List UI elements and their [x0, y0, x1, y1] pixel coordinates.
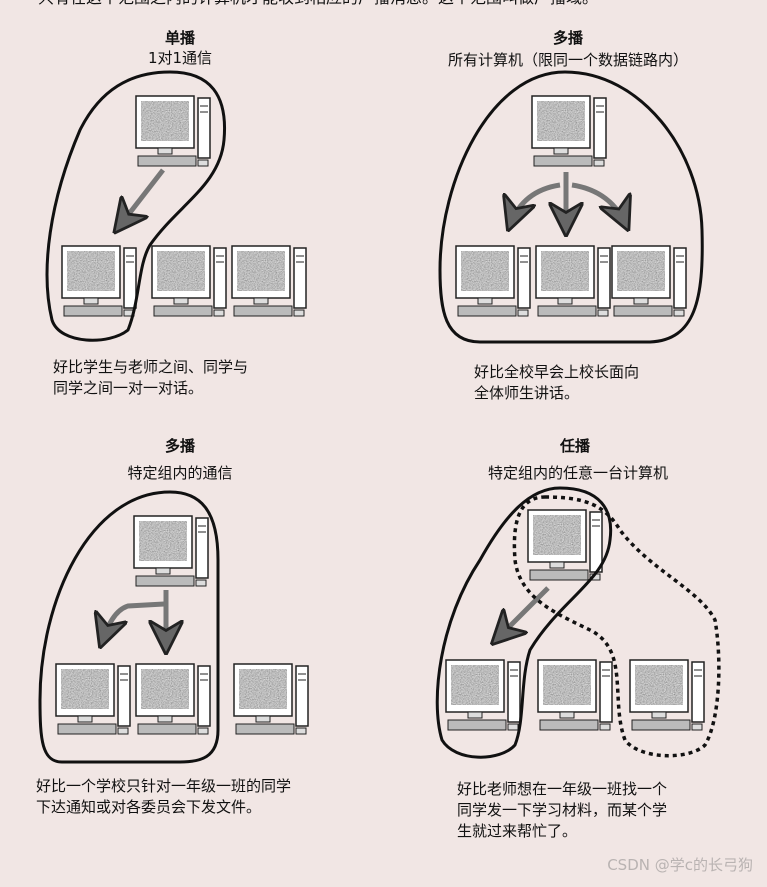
- scope-outline: [435, 486, 613, 759]
- computer-icon: [232, 246, 306, 316]
- computer-icon: [456, 246, 530, 316]
- multicast-subtitle: 特定组内的通信: [127, 464, 233, 482]
- computer-icon: [152, 246, 226, 316]
- computer-icon: [56, 664, 130, 734]
- computer-icon: [532, 96, 606, 166]
- computer-icon: [612, 246, 686, 316]
- arrow-icon: [571, 182, 626, 225]
- unicast-diagram: [45, 70, 306, 342]
- computer-icon: [630, 660, 704, 730]
- broadcast-title: 多播: [552, 29, 584, 47]
- computer-icon: [538, 660, 612, 730]
- broadcast-subtitle: 所有计算机（限同一个数据链路内）: [447, 51, 689, 69]
- anycast-subtitle: 特定组内的任意一台计算机: [487, 464, 669, 482]
- computer-icon: [134, 516, 208, 586]
- scope-outline: [438, 70, 704, 344]
- watermark: CSDN @学c的长弓狗: [607, 856, 753, 874]
- broadcast-caption-1: 好比全校早会上校长面向: [474, 363, 640, 381]
- arrow-icon: [510, 182, 561, 225]
- anycast-caption-3: 生就过来帮忙了。: [457, 822, 578, 840]
- multicast-diagram: [38, 490, 308, 764]
- multicast-title: 多播: [164, 437, 196, 455]
- unicast-caption-2: 同学之间一对一对话。: [53, 379, 204, 397]
- broadcast-caption-2: 全体师生讲话。: [474, 384, 580, 402]
- computer-icon: [536, 246, 610, 316]
- anycast-diagram: [435, 486, 721, 759]
- arrow-icon: [118, 168, 165, 228]
- arrow-icon: [496, 586, 550, 640]
- scope-outline: [45, 70, 227, 342]
- arrow-icon: [102, 601, 165, 642]
- computer-icon: [136, 664, 210, 734]
- unicast-title: 单播: [164, 29, 196, 47]
- multicast-caption-1: 好比一个学校只针对一年级一班的同学: [36, 777, 292, 795]
- broadcast-diagram: [438, 70, 704, 344]
- computer-icon: [528, 510, 602, 580]
- computer-icon: [446, 660, 520, 730]
- computer-icon: [136, 96, 210, 166]
- unicast-subtitle: 1对1通信: [147, 49, 213, 67]
- unicast-caption-1: 好比学生与老师之间、同学与: [53, 358, 249, 376]
- anycast-caption-2: 同学发一下学习材料，而某个学: [457, 801, 668, 819]
- multicast-caption-2: 下达通知或对各委员会下发文件。: [36, 798, 262, 816]
- computer-icon: [62, 246, 136, 316]
- anycast-title: 任播: [559, 437, 591, 455]
- header-text: 只有在这个范围之内的计算机才能收到相应的广播消息。这个范围叫做广播域。: [38, 0, 598, 8]
- anycast-caption-1: 好比老师想在一年级一班找一个: [457, 780, 668, 798]
- scope-outline: [38, 490, 220, 764]
- anycast-target-outline: [512, 495, 721, 758]
- computer-icon: [234, 664, 308, 734]
